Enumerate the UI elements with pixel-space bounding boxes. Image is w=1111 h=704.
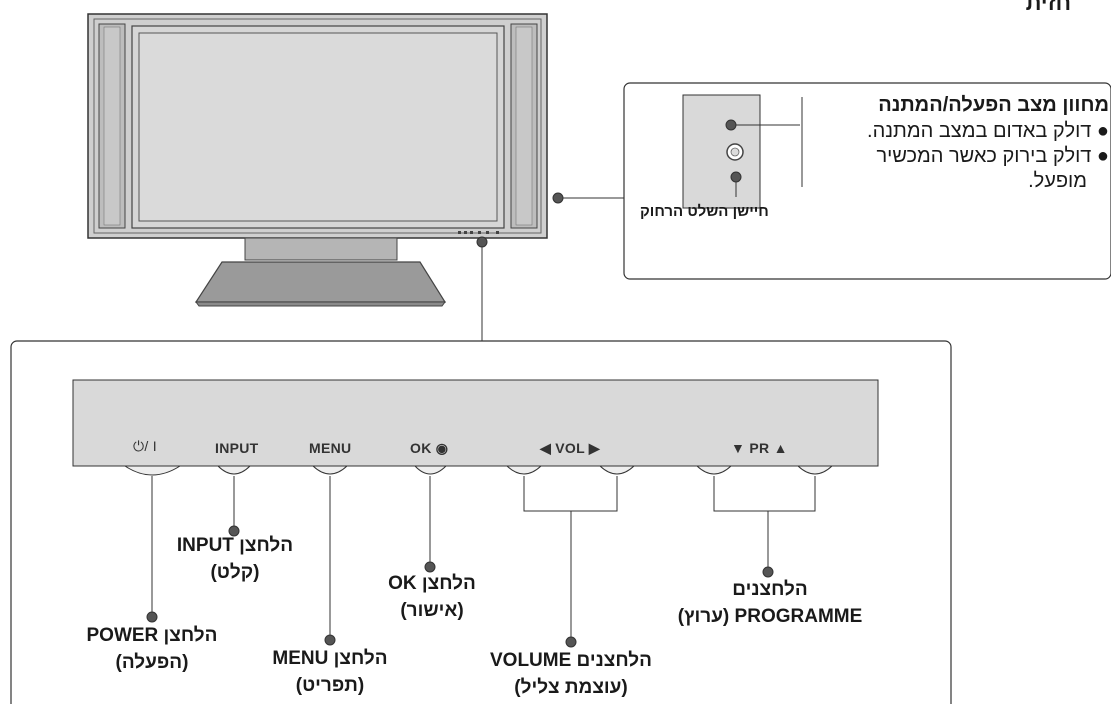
- volume-buttons[interactable]: ◀ VOL ▶: [540, 440, 600, 456]
- menu-label: הלחצן MENU(תפריט): [272, 648, 388, 696]
- ok-label: הלחצן OK(אישור): [388, 573, 476, 621]
- programme-buttons[interactable]: ▼ PR ▲: [731, 440, 788, 456]
- power-button[interactable]: ⏻/ I: [133, 438, 157, 454]
- tv-illustration: [87, 13, 548, 307]
- indicator-closeup: [682, 94, 761, 209]
- menu-button[interactable]: MENU: [309, 440, 352, 456]
- indicator-bullet-green-cont: מופעל.: [1028, 170, 1087, 192]
- header-title: חזית: [1025, 0, 1071, 15]
- indicator-bullet-green: ● דולק בירוק כאשר המכשיר: [876, 145, 1109, 167]
- ok-button[interactable]: OK ◉: [410, 440, 449, 456]
- control-strip: [72, 379, 879, 467]
- input-label: הלחצן INPUT(קלט): [176, 535, 294, 583]
- indicator-title: מחוון מצב הפעלה/המתנה: [878, 94, 1109, 116]
- tv-stand: [194, 261, 447, 303]
- volume-label: הלחצנים VOLUME(עוצמת צליל): [490, 650, 652, 698]
- remote-sensor-label: חיישן השלט הרחוק: [640, 203, 769, 220]
- input-button[interactable]: INPUT: [215, 440, 259, 456]
- power-label: הלחצן POWER(הפעלה): [86, 625, 218, 673]
- panel-pointer-dot: [476, 236, 488, 248]
- indicator-pointer-dot: [552, 192, 564, 204]
- indicator-bullet-red: ● דולק באדום במצב המתנה.: [867, 120, 1109, 142]
